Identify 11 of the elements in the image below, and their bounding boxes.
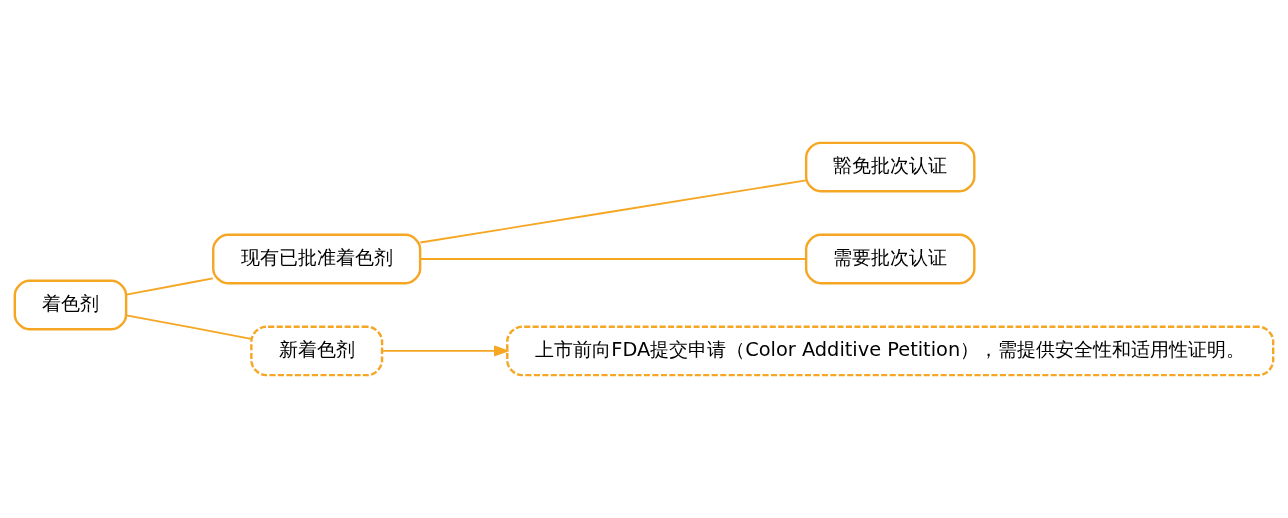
connector [125,314,252,340]
node-box: 豁免批次认证 [804,141,976,193]
node-box: 上市前向FDA提交申请（Color Additive Petition），需提供安全性和适用性证明。 [506,325,1275,377]
arrow [381,345,510,357]
node-box: 需要批次认证 [804,233,976,285]
connector [419,258,807,260]
node-box: 新着色剂 [250,325,384,377]
connector [125,277,214,296]
node-box: 现有已批准着色剂 [212,233,422,285]
connector [419,179,807,244]
node-box: 着色剂 [13,279,128,331]
